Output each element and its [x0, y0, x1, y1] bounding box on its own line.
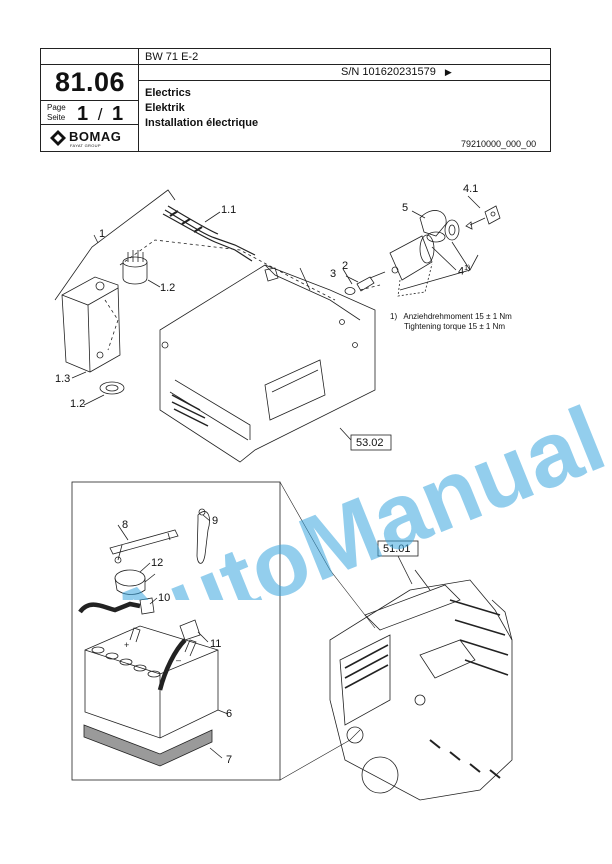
arrow-right-icon: ▶ [444, 67, 452, 77]
title-block: 81.06 Page Seite 1 / 1 BOMAG FAYAT GROUP… [40, 48, 551, 152]
divider [41, 124, 138, 125]
callout-1-3: 1.3 [55, 373, 71, 385]
callout-1-2-relay: 1.2 [160, 282, 176, 294]
title-fr: Installation électrique [145, 117, 259, 129]
bomag-logo: BOMAG FAYAT GROUP [49, 128, 135, 150]
callout-4: 41) [458, 265, 470, 278]
callout-4-number: 4 [458, 265, 465, 278]
page-label-de: Seite [47, 113, 66, 122]
page-label: Page Seite [47, 103, 66, 123]
negative-cable [78, 597, 155, 615]
divider [41, 100, 138, 101]
brand-name: BOMAG [69, 129, 122, 144]
section-number: 81.06 [54, 67, 126, 97]
divider [138, 49, 139, 152]
upper-exploded-diagram [54, 189, 501, 463]
callout-3: 3 [330, 268, 337, 280]
battery-clamp [109, 529, 179, 564]
callout-10: 10 [158, 592, 171, 604]
callout-1-2-grommet: 1.2 [70, 398, 86, 410]
torque-note: 1) Anziehdrehmoment 15 ± 1 Nm Tightening… [390, 312, 512, 332]
page-separator: / [97, 105, 103, 124]
serial-text: S/N 101620231579 [341, 66, 436, 78]
page-indicator: 1 / 1 [77, 103, 123, 126]
torque-text-de: Anziehdrehmoment 15 ± 1 Nm [403, 312, 512, 321]
callout-11: 11 [210, 638, 222, 650]
title-de: Elektrik [145, 102, 185, 114]
brand-sub: FAYAT GROUP [70, 143, 101, 148]
battery: + – [84, 625, 219, 739]
fuse-box [61, 276, 121, 373]
callout-8: 8 [122, 519, 129, 531]
machine-frame [329, 569, 513, 801]
ref-box-53 [350, 434, 392, 451]
ignition-key [465, 205, 501, 230]
ref-53-02: 53.02 [356, 437, 384, 449]
callout-12: 12 [151, 557, 164, 569]
battery-detail-frame [71, 481, 281, 781]
group-bracket [54, 189, 176, 301]
callout-1: 1 [99, 228, 106, 240]
svg-text:–: – [176, 655, 181, 665]
screw-and-washer [344, 271, 386, 295]
ref-51-01: 51.01 [383, 543, 411, 555]
divider [138, 80, 551, 81]
callout-4-1: 4.1 [463, 183, 479, 195]
grommet [99, 381, 125, 395]
divider [41, 64, 551, 65]
page-label-en: Page [47, 103, 66, 112]
page-total: 1 [111, 103, 124, 125]
battery-strap [196, 508, 210, 564]
title-en: Electrics [145, 87, 191, 99]
wiring-harness [162, 205, 256, 262]
callout-1-1: 1.1 [221, 204, 237, 216]
relay-socket [122, 250, 148, 285]
callout-2: 2 [342, 260, 349, 272]
nut-ring [444, 219, 460, 241]
callout-5: 5 [402, 202, 409, 214]
svg-text:+: + [124, 640, 129, 650]
callout-4-footnote: 1) [464, 265, 471, 272]
bomag-diamond-icon [50, 130, 66, 146]
callout-7: 7 [226, 754, 233, 766]
torque-text-en: Tightening torque 15 ± 1 Nm [404, 322, 506, 331]
positive-cable [157, 619, 201, 691]
page-current: 1 [77, 103, 89, 125]
switch-cap [419, 210, 447, 243]
control-box-panel [159, 264, 376, 463]
doc-code: 79210000_000_00 [461, 139, 537, 149]
lower-diagram: + – [71, 481, 513, 801]
torque-marker: 1) [390, 312, 398, 321]
callout-9: 9 [212, 515, 219, 527]
callout-6: 6 [226, 708, 233, 720]
battery-mat [83, 724, 213, 767]
terminal-cap [114, 569, 156, 595]
serial-number: S/N 101620231579 ▶ [341, 66, 452, 78]
model-name: BW 71 E-2 [145, 51, 199, 63]
